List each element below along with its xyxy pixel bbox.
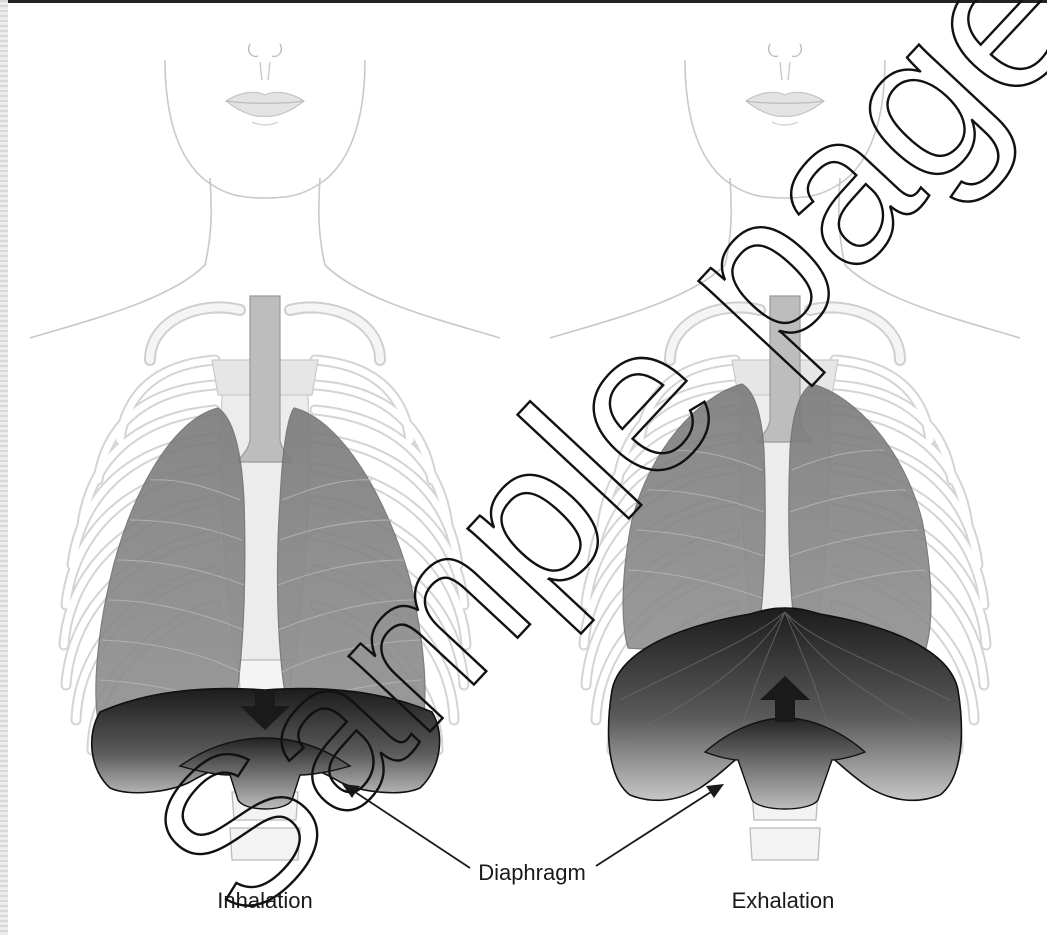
pointer-line-right [596,790,714,866]
head-outline [30,44,500,338]
exhalation-label: Exhalation [732,888,835,913]
diaphragm-label: Diaphragm [478,860,586,885]
pointer-arrowhead-right-icon [706,784,724,798]
